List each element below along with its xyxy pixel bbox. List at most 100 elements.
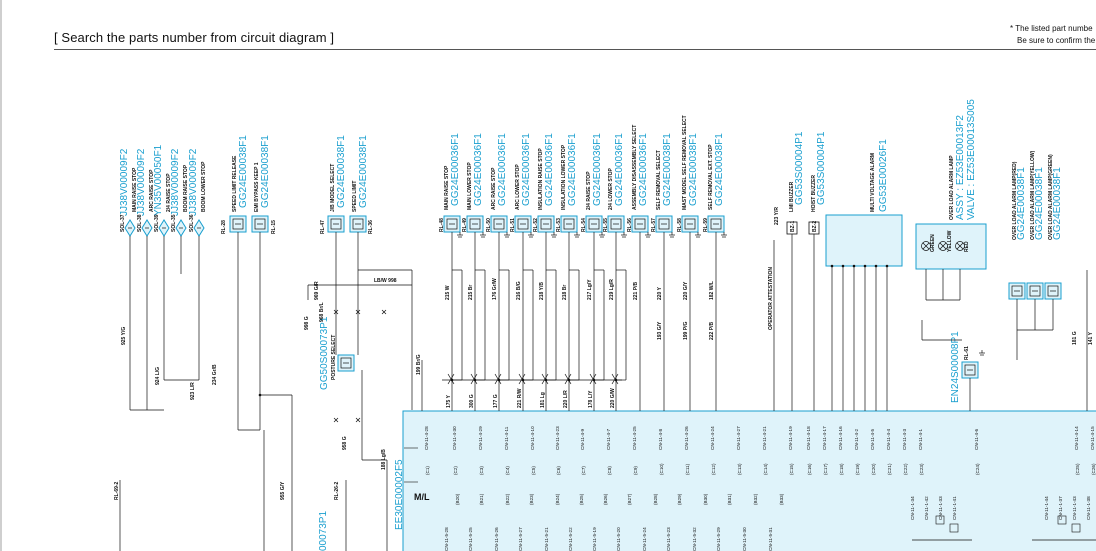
alarm-lamp-box[interactable] [915,223,987,270]
switch-a-part-number[interactable]: JJ38V00009F2 [188,148,199,216]
wire-label: 998 G [304,316,310,330]
ecu-pin-code: (B23) [529,493,534,505]
wire-label: 925 Y/G [121,327,127,345]
switch-a-part-number[interactable]: JJ38V00009F2 [170,148,181,216]
wire-label: 177 G [493,394,499,408]
relay-d-ref: RL-48 [439,218,445,232]
buzzer-ref: BZ-1 [790,221,796,232]
relay-d-part-number[interactable]: GG24E00036F1 [544,133,555,206]
ecu-pin-code: (B25) [579,493,584,505]
overload-relay-coil [1011,285,1023,297]
buzzer-label: HOIST BUZZER [811,175,817,212]
wire-label: 220 Y [657,286,663,300]
ecu-pin-bottom: CN-11-5-27 [518,527,523,551]
overload-relay-part-number[interactable]: GG24E00038F1 [1034,167,1045,240]
relay-d-part-number[interactable]: GG24E00038F1 [662,133,673,206]
ecu-pin-top: CN-11-4-16 [838,426,843,450]
relay-d-ref: RL-58 [677,218,683,232]
relay-d-coil [517,218,529,230]
ecu-pin-code: (B31) [727,493,732,505]
relay-b-part-number[interactable]: GG24E00038F1 [238,135,249,208]
relay-d-part-number[interactable]: GG24E00036F1 [497,133,508,206]
ecu-pin-code: (B27) [627,493,632,505]
ecu-pin-code: (B24) [555,493,560,505]
relay-b-part-number[interactable]: GG24E00038F1 [260,135,271,208]
alarm-lamp-cross [956,242,964,250]
relay-d-part-number[interactable]: GG24E00038F1 [688,133,699,206]
ecu-pin-top: CN-11-4-1 [918,428,923,450]
posture-switch-part-number[interactable]: GG50S00073P1 [319,316,330,390]
relay-d-part-number[interactable]: GG24E00036F1 [450,133,461,206]
alarm-lamp-yellow [938,241,948,251]
relay-d-label: ASSEMBLY DISASSEMBLY SELECT [632,125,638,210]
relay-d-label: 2/4 RAISE STOP [586,171,592,210]
ecu-pin-right: CN-11-1-44 [1044,496,1049,520]
wire-label: OPERATOR ATTESTATION [768,267,774,330]
buzzer-part-number[interactable]: GG53S00004P1 [794,131,805,205]
wire-label: 218 Y/B [539,282,545,300]
overload-relay-part-number[interactable]: GG24E00038F1 [1016,167,1027,240]
page-title: [ Search the parts number from circuit d… [54,30,335,45]
relay-d-part-number[interactable]: GG24E00036F1 [521,133,532,206]
ecu-pin-top: CN-11-4-8 [658,428,663,450]
wire-cross [333,417,339,423]
alarm-lamp-green [921,241,931,251]
multi-voltage-alarm-box[interactable] [825,214,903,267]
ecu-pin-code: (B20) [455,493,460,505]
ecu-pin-right: CN-11-1-41 [952,496,957,520]
alarm-lamp-assy[interactable]: ASSY : EZ53E00013F2 [955,115,966,220]
wire-label: 141 Y [1088,331,1094,345]
wire-label: 924 L/G [155,367,161,385]
alarm-lamp-valve[interactable]: VALVE : EZ53E00013S005 [966,99,977,220]
buzzer-part-number[interactable]: GG53S00004P1 [816,131,827,205]
ecu-pin-bottom: CN-11-5-29 [716,527,721,551]
side-relay-part-number[interactable]: EN24S00008P1 [950,331,961,403]
wire-label: 216 B/G [516,281,522,300]
ecu-pin-top: CN-11-4-29 [478,426,483,450]
wire-cross [355,417,361,423]
relay-d-part-number[interactable]: GG24E00036F1 [614,133,625,206]
relay-c-coil [330,218,342,230]
relay-d-label: MAIN LOWER STOP [467,162,473,210]
wire-junction [841,264,845,268]
ecu-pin-top: CN-11-4-15 [1090,426,1095,450]
relay-d-part-number[interactable]: GG24E00036F1 [638,133,649,206]
wire-label: LB/W 998 [374,278,397,284]
relay-c-part-number[interactable]: GG24E00038F1 [358,135,369,208]
wire-label: 218 Br [562,285,568,300]
relay-d-label: ARC RAISE STOP [491,167,497,210]
relay-d-part-number[interactable]: GG24E00038F1 [714,133,725,206]
switch-a-part-number[interactable]: JJ38V00009F2 [119,148,130,216]
ecu-pin-top: CN-11-4-19 [788,426,793,450]
ecu-pin-bottom: CN-11-5-25 [468,527,473,551]
relay-ref: RL-69-2 [114,481,120,500]
ecu-pin-bottom: CN-11-5-26 [494,527,499,551]
side-relay-coil [964,364,976,376]
switch-a-label: BOOM RAISE STOP [183,164,189,212]
relay-d-coil [634,218,646,230]
relay-d-part-number[interactable]: GG24E00036F1 [592,133,603,206]
switch-a-part-number[interactable]: YN35V00050F1 [153,144,164,216]
relay-d-part-number[interactable]: GG24E00036F1 [567,133,578,206]
ecu-pin-code: (B33) [779,493,784,505]
ecu-part-number[interactable]: EE30E00002F5 [394,459,405,530]
ecu-pin-bottom: CN-11-5-30 [742,527,747,551]
relay-c-coil [352,218,364,230]
diode [518,373,526,385]
wire-label: 234 Gr/B [212,364,218,385]
relay-d-part-number[interactable]: GG24E00036F1 [473,133,484,206]
ecu-pin-code: (B26) [603,493,608,505]
ecu-pin-bottom: CN-11-5-28 [444,527,449,551]
alarm-part-number[interactable]: GG53E00026F1 [878,139,889,212]
ecu-pin-code: (C17) [823,463,828,475]
switch-a-part-number[interactable]: JJ38V00009F2 [136,148,147,216]
overload-relay-part-number[interactable]: GG24E00038F1 [1052,167,1063,240]
wire-label: 923 L/R [190,382,196,400]
wire-label: 215 W [445,285,451,300]
ecu-pin-code: (C18) [839,463,844,475]
relay-c-part-number[interactable]: GG24E00038F1 [336,135,347,208]
ecu-pin-top: CN-11-4-4 [886,428,891,450]
relay-d-ref: RL-54 [581,218,587,232]
wire-label: 955 G/Y [280,481,286,500]
bottom-switch-part-number[interactable]: 00073P1 [318,511,329,551]
